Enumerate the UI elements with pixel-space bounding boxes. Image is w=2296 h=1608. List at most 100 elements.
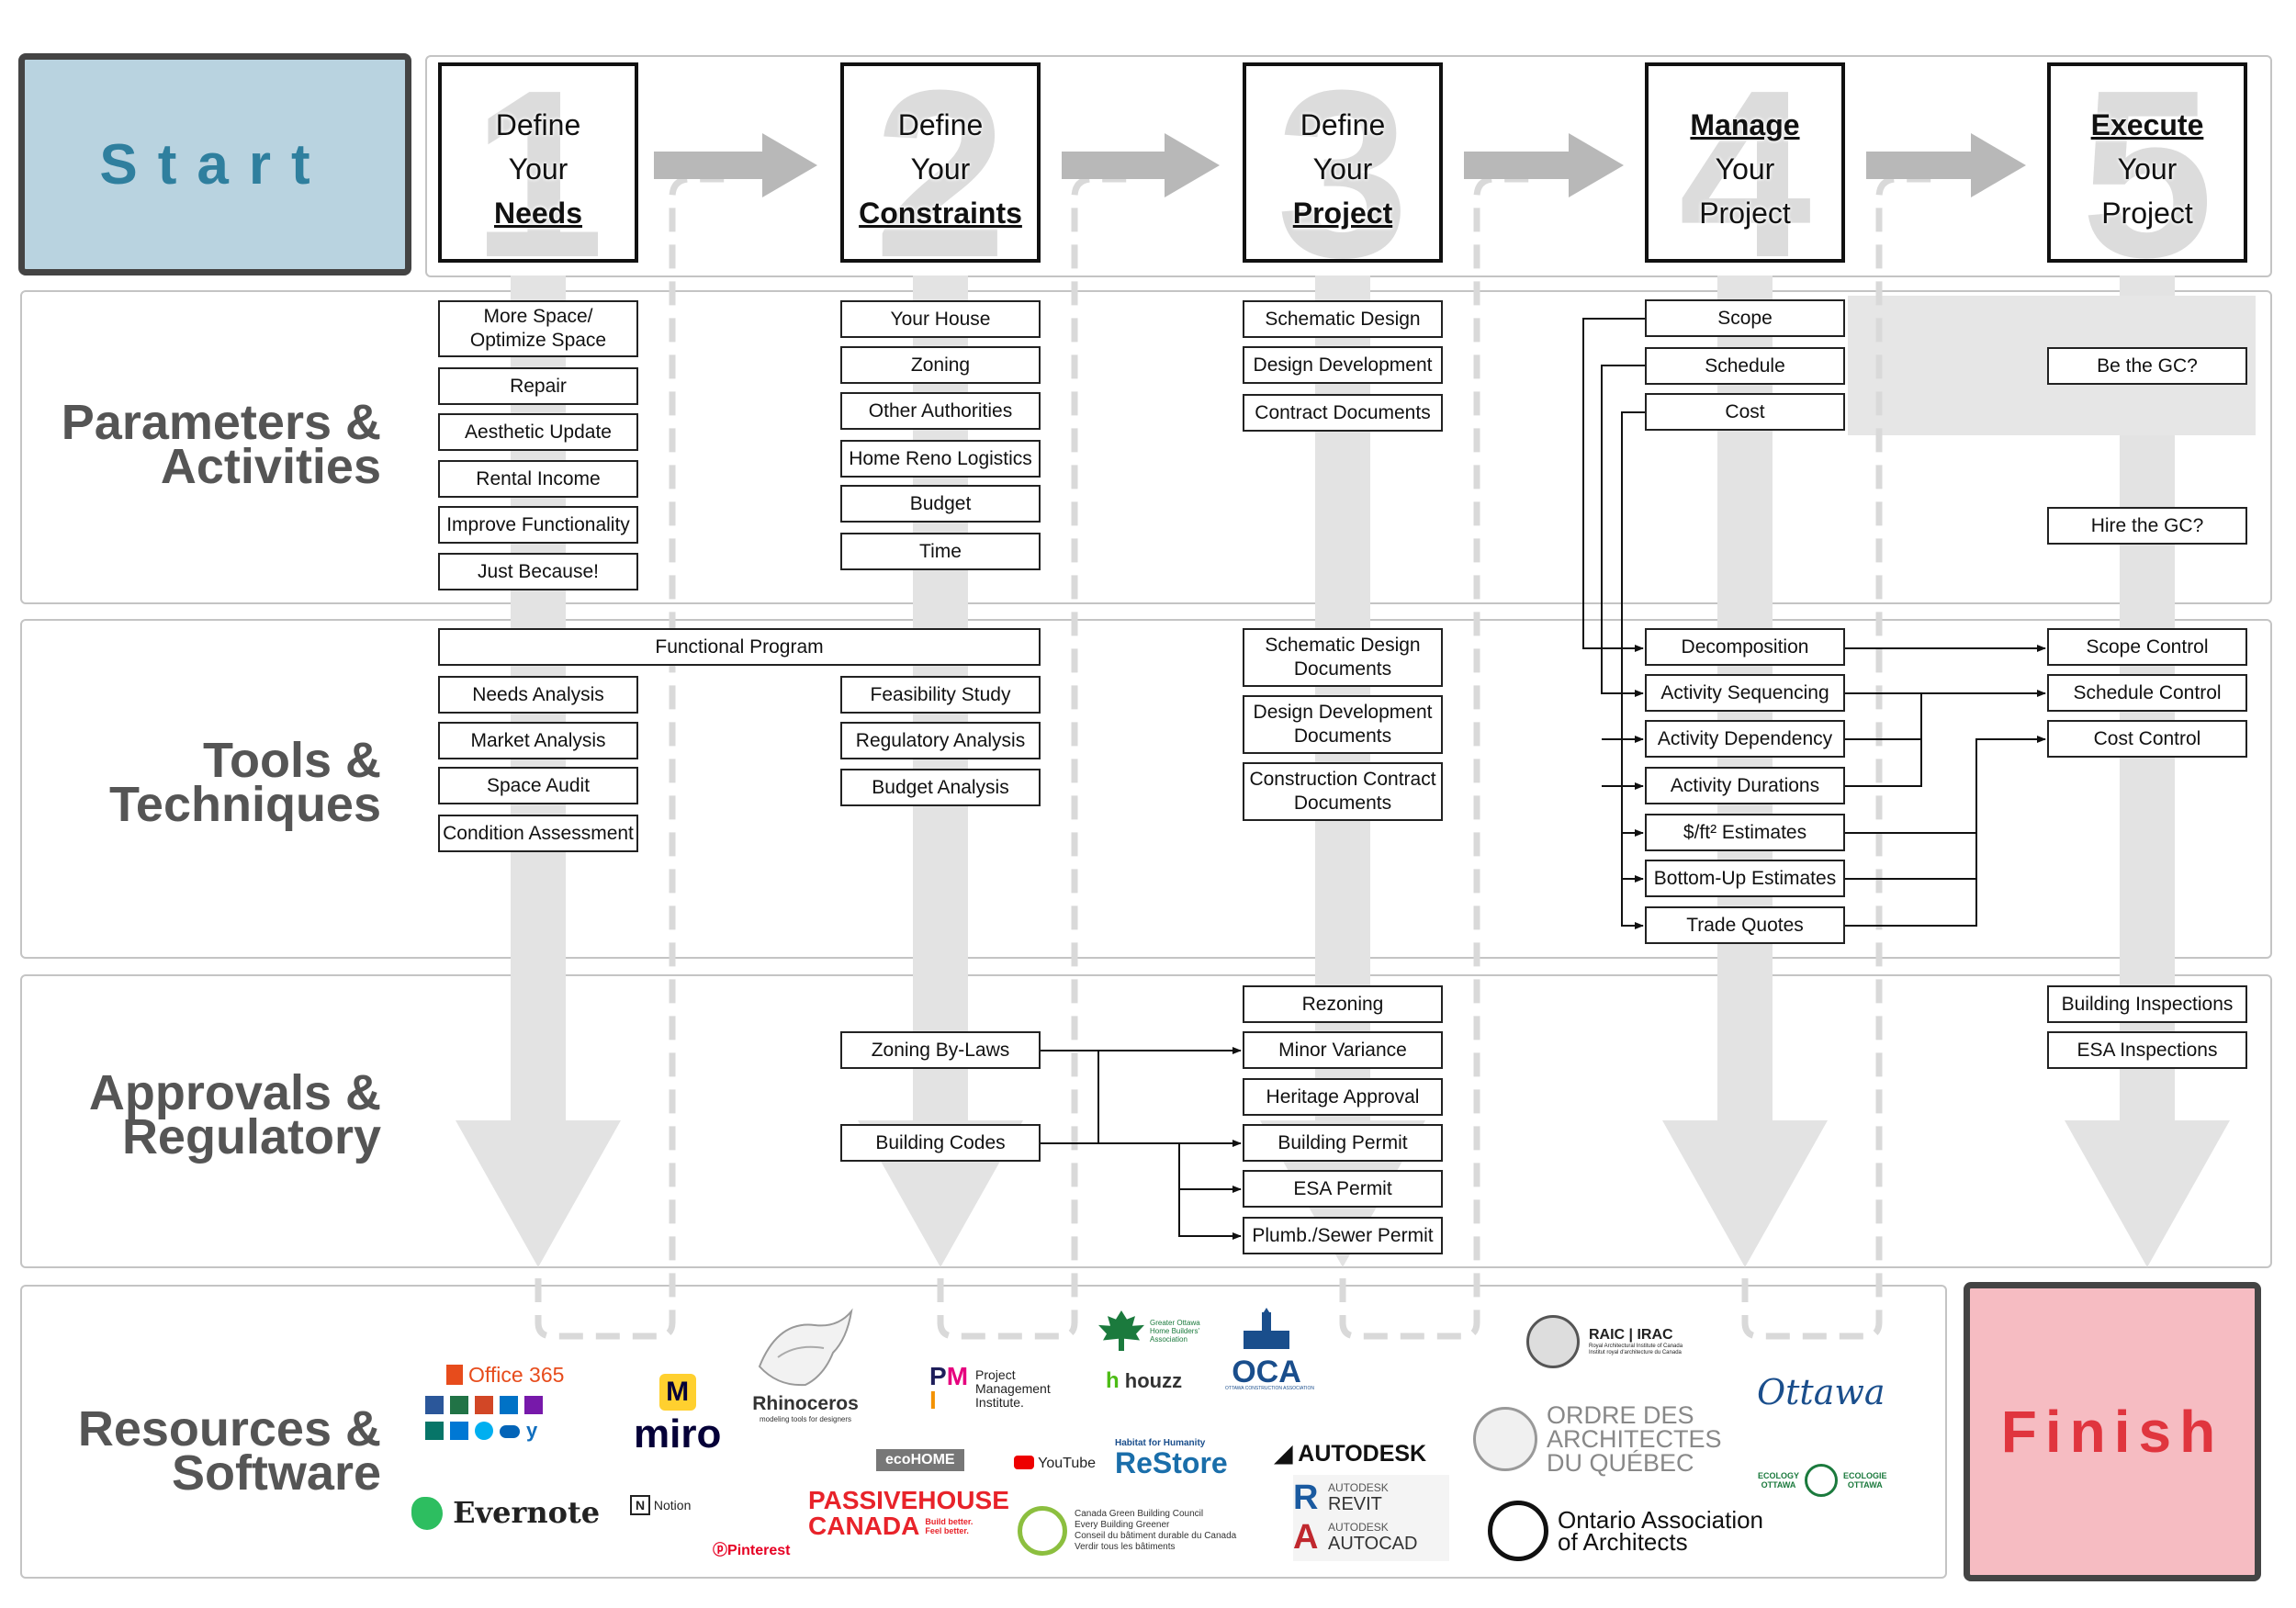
step-line-3: Project [2101,197,2193,230]
row-label-line: Techniques [108,777,381,832]
step-line-3: Project [1699,197,1791,230]
notion-icon: N [630,1495,650,1515]
manage-box: Schedule [1645,347,1845,385]
passivehouse-canada-label: CANADA [808,1512,920,1540]
manage-box: Scope [1645,299,1845,337]
oaa-logo: Ontario Association of Architects [1488,1501,1763,1561]
tool-box: Market Analysis [438,722,638,759]
constraint-box: Your House [840,300,1041,338]
passivehouse-tagline: Build better. Feel better. [925,1517,974,1535]
notion-label: Notion [653,1498,692,1512]
step-line-1: Define [495,108,581,141]
regulation-label: Zoning By-Laws [871,1039,1010,1061]
houzz-icon: h [1106,1368,1120,1393]
activity-label: Just Because! [478,560,599,582]
constraint-box: Home Reno Logistics [840,440,1041,478]
approval-box: ESA Permit [1243,1170,1443,1208]
oca-label: OCA [1232,1355,1301,1389]
row-label-line: Resources & [77,1401,381,1456]
functional-program-label: Functional Program [655,635,824,658]
approval-box: Rezoning [1243,985,1443,1023]
pinterest-label: Pinterest [727,1543,791,1558]
ecology-ottawa-logo: ECOLOGY OTTAWA ECOLOGIE OTTAWA [1758,1464,1887,1497]
approvals-panel [20,974,2272,1268]
parliament-icon [1244,1308,1289,1349]
technique-box: Decomposition [1645,628,1845,666]
step-line-2: Your [508,152,568,186]
execute-label: Hire the GC? [2090,514,2204,536]
tool-label: Budget Analysis [872,776,1009,798]
technique-box: Bottom-Up Estimates [1645,860,1845,897]
project-phase-label: Schematic Design [1265,308,1421,330]
autodesk-icon: ◢ [1275,1441,1293,1467]
sharepoint-icon [450,1422,468,1440]
oaq-logo: ORDRE DES ARCHITECTES DU QUÉBEC [1473,1403,1722,1476]
row-label-line: Activities [160,439,381,494]
row-label-parameters: Parameters & Activities [62,398,381,494]
step-number: 3 [1276,62,1410,263]
execute-box: Be the GC? [2047,347,2247,385]
step-line-3: Needs [493,197,583,230]
tool-box: Space Audit [438,767,638,804]
activity-box: Repair [438,367,638,405]
regulation-label: Building Codes [875,1131,1006,1153]
youtube-logo: YouTube [1014,1456,1096,1472]
technique-label: Activity Durations [1670,774,1820,796]
autocad-icon: A [1293,1518,1319,1557]
skype-icon [475,1422,493,1440]
evernote-label: Evernote [453,1495,601,1530]
tool-label: Condition Assessment [443,822,634,844]
oaa-label: Ontario Association of Architects [1558,1506,1764,1556]
ecologie-label: ECOLOGIE OTTAWA [1843,1471,1887,1490]
houzz-label: houzz [1124,1369,1183,1392]
youtube-label: YouTube [1038,1456,1097,1471]
activity-label: More Space/ Optimize Space [469,306,607,351]
restore-logo: Habitat for Humanity ReStore [1115,1438,1228,1478]
step-number: 5 [2080,62,2214,263]
project-phase-box: Contract Documents [1243,394,1443,432]
miro-icon: M [658,1374,696,1411]
constraint-box: Budget [840,485,1041,523]
approval-label: Minor Variance [1278,1039,1407,1061]
autocad-brand: AUTODESK [1328,1521,1389,1534]
approval-label: ESA Permit [1293,1177,1392,1199]
execute-label: Be the GC? [2097,354,2198,377]
activity-box: Rental Income [438,460,638,498]
cagbc-icon [1018,1506,1067,1556]
gohba-logo: Greater Ottawa Home Builders' Associatio… [1098,1310,1200,1351]
activity-box: More Space/ Optimize Space [438,300,638,357]
rhinoceros-logo: Rhinoceros modeling tools for designers [746,1302,865,1423]
youtube-icon [1014,1456,1034,1469]
miro-logo: M miro [634,1374,721,1455]
manage-label: Scope [1717,307,1773,329]
tool-label: Market Analysis [470,729,606,751]
constraint-label: Zoning [910,354,971,376]
inspection-label: ESA Inspections [2077,1039,2218,1061]
project-phase-label: Contract Documents [1255,401,1431,423]
constraint-box: Time [840,533,1041,570]
manage-label: Cost [1725,400,1765,422]
raic-logo: RAIC | IRAC Royal Architectural Institut… [1526,1315,1683,1368]
outlook-icon [500,1396,518,1414]
oca-logo: OCA OTTAWA CONSTRUCTION ASSOCIATION [1225,1308,1314,1391]
approval-label: Heritage Approval [1266,1085,1420,1108]
manage-box: Cost [1645,393,1845,431]
start-label: Start [99,132,331,197]
activity-label: Repair [510,375,567,397]
tool-box: Condition Assessment [438,815,638,852]
control-box: Schedule Control [2047,674,2247,712]
finish-box: Finish [1964,1282,2261,1581]
rhinoceros-label: Rhinoceros [752,1393,859,1414]
approval-box: Heritage Approval [1243,1078,1443,1116]
pmi-label: Project Management Institute. [975,1366,1051,1410]
row-label-line: Approvals & [88,1065,381,1120]
inspection-label: Building Inspections [2061,993,2234,1015]
restore-top-label: Habitat for Humanity [1115,1438,1206,1448]
restore-label: ReStore [1115,1446,1228,1479]
constraint-box: Zoning [840,346,1041,384]
